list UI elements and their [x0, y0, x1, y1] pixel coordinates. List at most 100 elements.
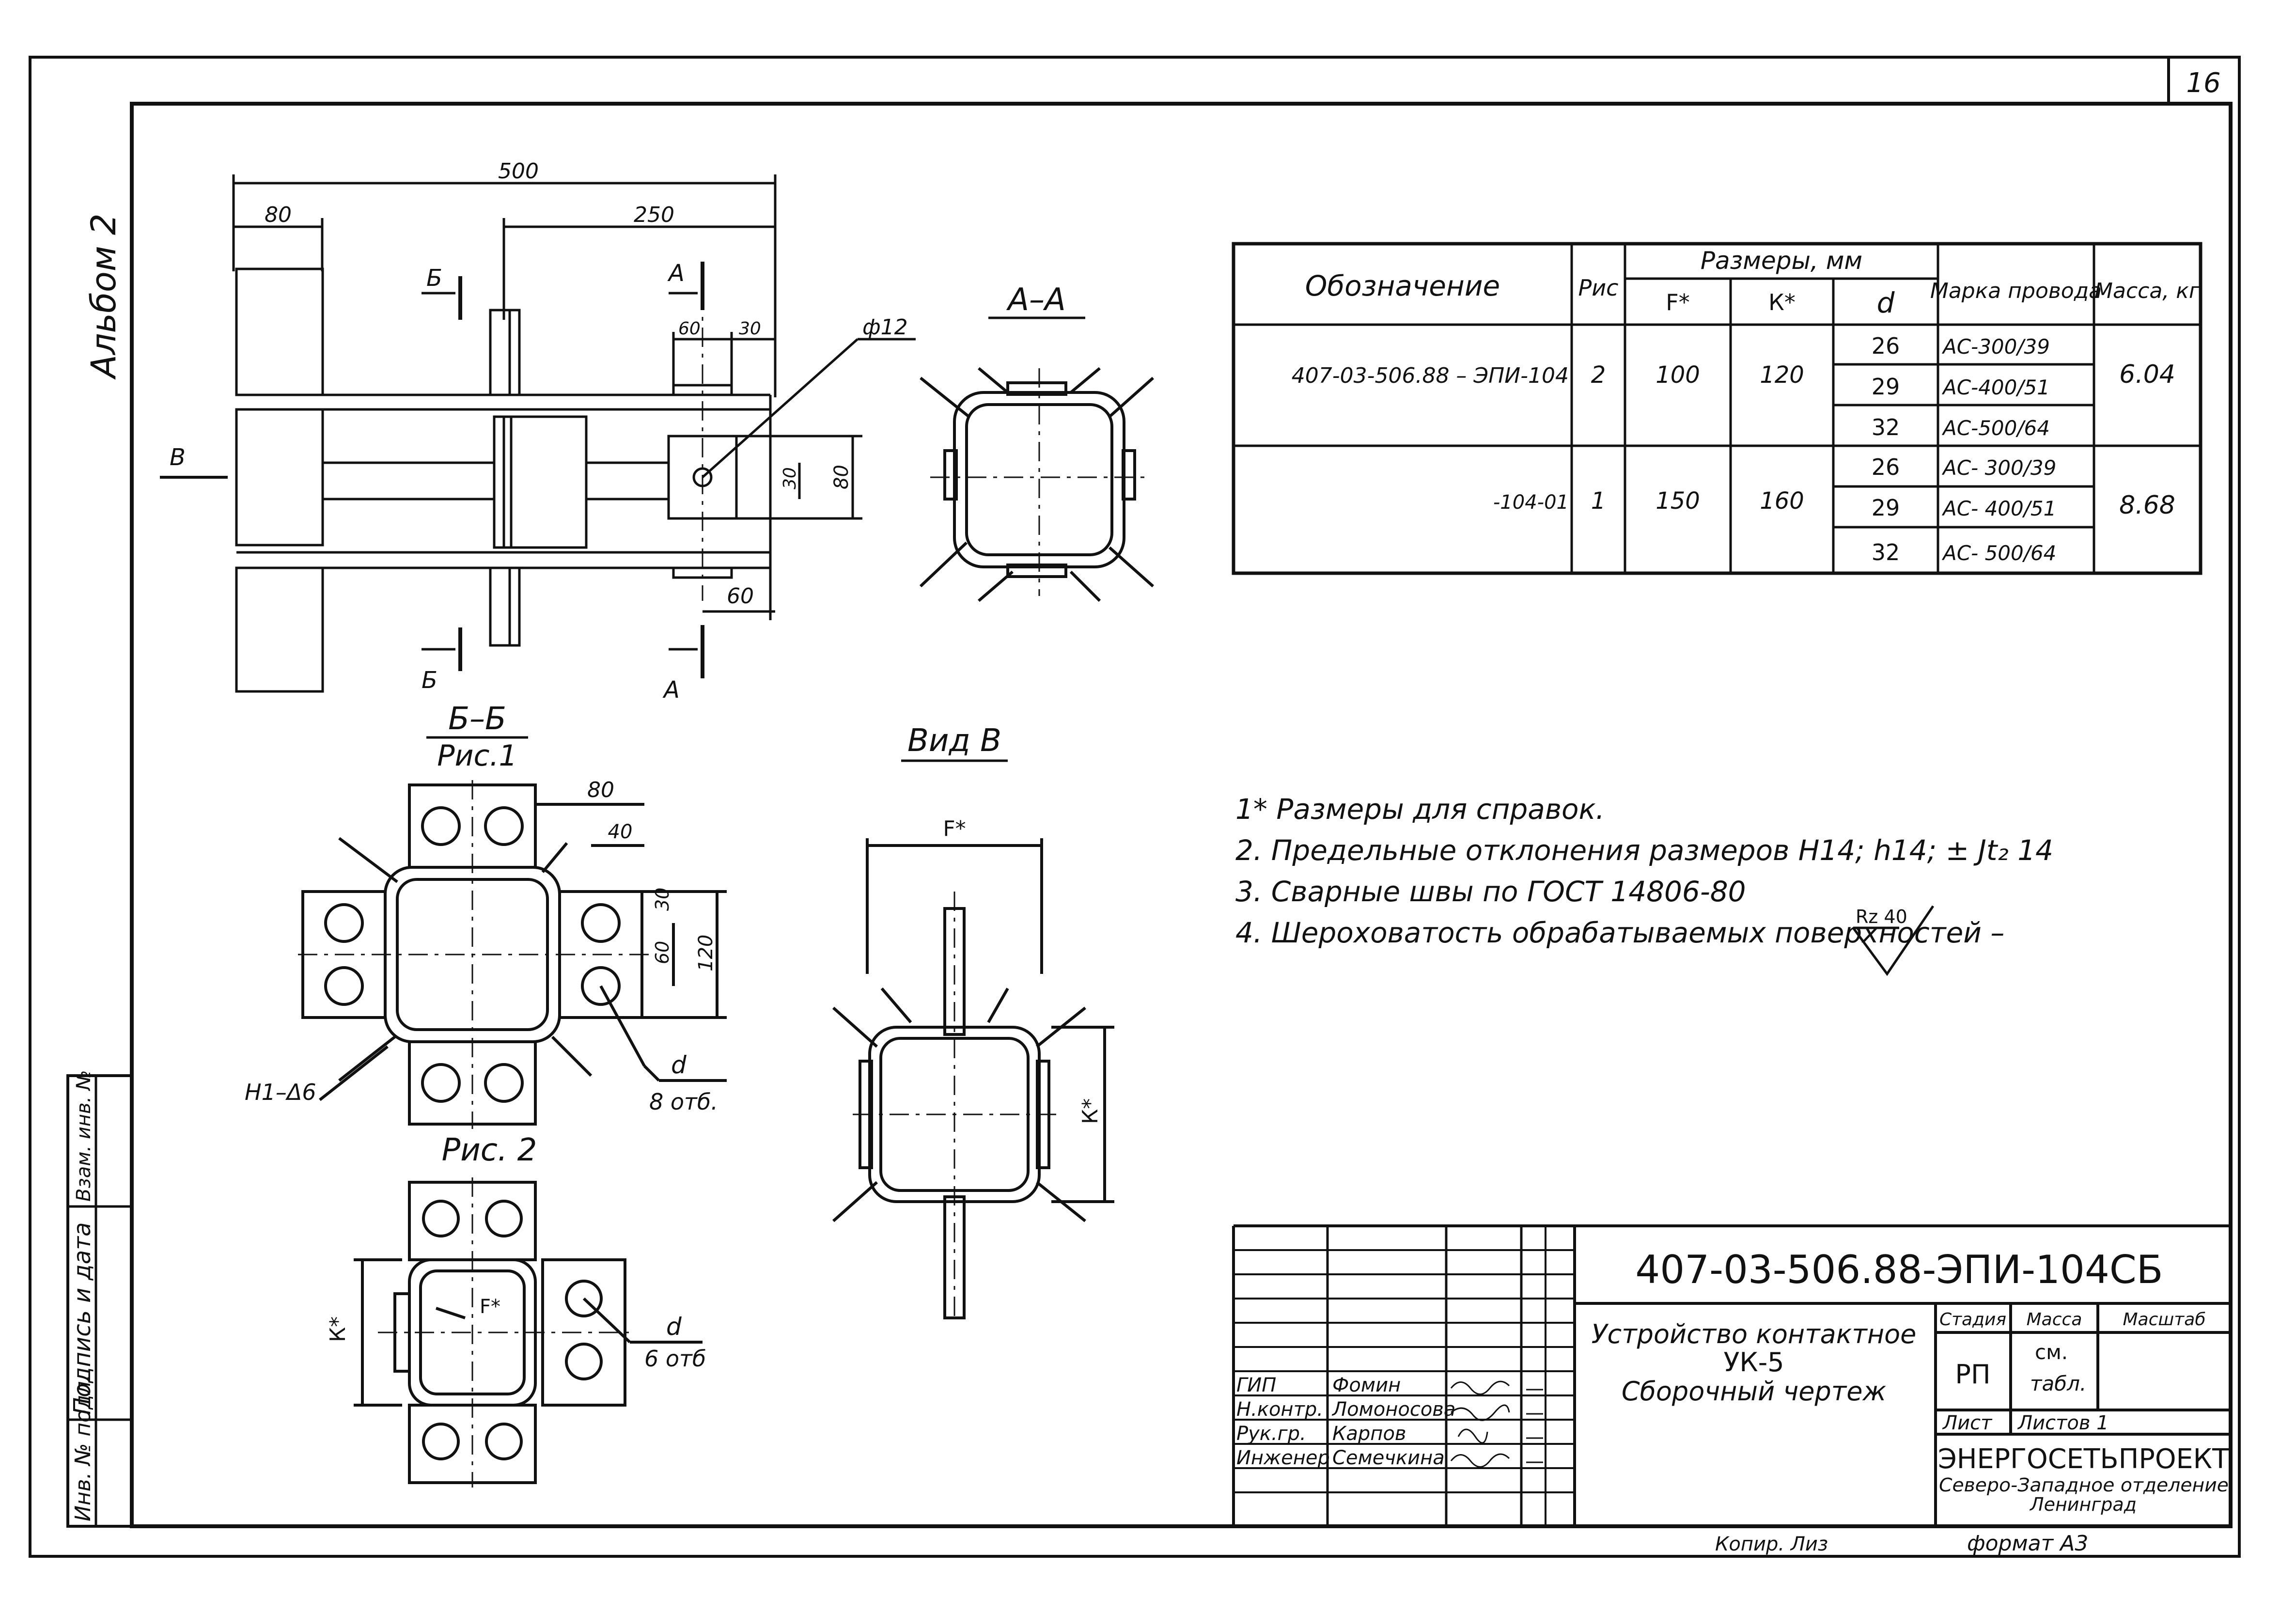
staff-name-2: Ломоносова: [1331, 1398, 1455, 1421]
mass-label: Масса: [2027, 1310, 2082, 1330]
note-3: 3. Сварные швы по ГОСТ 14806-80: [1235, 875, 1746, 908]
fig2-k: К*: [326, 1316, 350, 1342]
section-bb-subtitle: Рис.1: [437, 739, 517, 773]
g2-fig: 1: [1591, 487, 1606, 515]
view-v: Вид В F* К*: [832, 723, 1114, 1323]
sheets-label: Листов 1: [2017, 1412, 2109, 1434]
view-v-k: К*: [1078, 1098, 1103, 1124]
g1-r2-d: 29: [1872, 374, 1900, 400]
th-sizes: Размеры, мм: [1701, 247, 1862, 275]
staff-role-1: ГИП: [1236, 1374, 1276, 1396]
th-wire: Марка провода: [1930, 279, 2102, 303]
staff-name-4: Семечкина: [1332, 1447, 1445, 1469]
g2-r2-wire: АС- 400/51: [1941, 497, 2056, 520]
fig2-holes: 6 отб: [644, 1346, 706, 1372]
stamp-sign: Подпись и дата: [69, 1222, 96, 1415]
th-fig: Рис: [1578, 275, 1619, 301]
mass-value-2: табл.: [2030, 1372, 2086, 1395]
staff-role-3: Рук.гр.: [1236, 1423, 1306, 1445]
dim-30-side: 30: [780, 467, 800, 489]
g2-r2-d: 29: [1872, 495, 1900, 521]
org-city: Ленинград: [2029, 1494, 2137, 1515]
dim-250: 250: [634, 203, 674, 227]
hole-label: ф12: [862, 315, 908, 340]
arrow-v-label: В: [170, 444, 186, 471]
spec-table: [1232, 242, 2202, 575]
dim-60-top: 60: [678, 319, 701, 339]
g2-designation: -104-01: [1493, 491, 1569, 514]
cut-a-bottom: А: [662, 676, 680, 704]
drawing-name-1: Устройство контактное: [1592, 1319, 1917, 1349]
g2-f: 150: [1656, 487, 1700, 515]
g1-r1-d: 26: [1872, 333, 1900, 359]
copied-label: Копир. Лиз: [1715, 1533, 1828, 1555]
g2-k: 160: [1760, 487, 1804, 515]
g2-r1-wire: АС- 300/39: [1941, 456, 2056, 480]
note-2: 2. Предельные отклонения размеров H14; h…: [1235, 834, 2053, 867]
th-k: К*: [1768, 289, 1796, 315]
title-block-text: 407-03-506.88-ЭПИ-104СБ Устройство конта…: [1236, 1247, 2229, 1515]
stage-label: Стадия: [1939, 1310, 2006, 1330]
note-4: 4. Шероховатость обрабатываемых поверхно…: [1235, 916, 2004, 949]
staff-role-2: Н.контр.: [1236, 1398, 1323, 1421]
g1-f: 100: [1656, 361, 1700, 389]
g1-mass: 6.04: [2119, 360, 2175, 389]
view-v-title: Вид В: [907, 723, 1001, 759]
mass-value-1: см.: [2035, 1340, 2068, 1364]
bb-dim-120: 120: [695, 935, 717, 971]
dim-80-side: 80: [830, 465, 853, 489]
outer-border: [29, 56, 2241, 1558]
staff-name-1: Фомин: [1332, 1374, 1401, 1396]
stage-value: РП: [1955, 1359, 1990, 1390]
sheet-label: Лист: [1942, 1412, 1993, 1434]
section-bb-title: Б–Б: [448, 701, 506, 737]
fig2-f: F*: [480, 1296, 500, 1318]
dim-60-bottom: 60: [727, 584, 754, 609]
g1-k: 120: [1760, 361, 1804, 389]
signatures: [1450, 1380, 1543, 1468]
org-name: ЭНЕРГОСЕТЬПРОЕКТ: [1938, 1443, 2229, 1475]
title-block: [1232, 1224, 2231, 1526]
bb-weld: Н1–Δ6: [245, 1079, 316, 1105]
notes: 1* Размеры для справок. 2. Предельные от…: [1235, 793, 2053, 976]
sheet-number: 16: [2186, 67, 2220, 99]
cut-a-top: А: [667, 260, 685, 287]
bb-d: d: [671, 1051, 687, 1079]
th-d: d: [1877, 286, 1895, 319]
album-label: Альбом 2: [84, 214, 124, 380]
drawing-name-2: УК-5: [1723, 1347, 1784, 1378]
bb-dim-60: 60: [652, 941, 673, 964]
section-aa-title: А–А: [1006, 282, 1066, 318]
roughness-mark: [1852, 905, 1935, 976]
note-1: 1* Размеры для справок.: [1235, 793, 1605, 826]
g1-fig: 2: [1591, 361, 1606, 389]
scale-label: Масштаб: [2123, 1310, 2205, 1330]
plan-view: [160, 174, 916, 693]
section-aa: А–А: [919, 282, 1154, 602]
staff-role-4: Инженер: [1236, 1447, 1330, 1469]
format-label: формат А3: [1967, 1531, 2088, 1556]
g1-r1-wire: АС-300/39: [1941, 335, 2050, 359]
g1-r2-wire: АС-400/51: [1941, 376, 2050, 399]
th-mass: Масса, кг: [2094, 279, 2201, 303]
side-stamp: Инв. № подл. Подпись и дата Взам. инв. №: [66, 1070, 133, 1528]
g2-mass: 8.68: [2119, 491, 2175, 520]
org-branch: Северо-Западное отделение: [1939, 1474, 2229, 1496]
g2-r3-wire: АС- 500/64: [1941, 541, 2056, 565]
plan-view-labels: 500 80 250 60 30 30 80 60 ф12 В Б А Б А: [170, 159, 908, 704]
dim-30-top: 30: [739, 319, 761, 339]
cut-b-bottom: Б: [422, 667, 437, 694]
fig2-d: d: [666, 1313, 682, 1341]
fig2-title: Рис. 2: [442, 1132, 537, 1168]
dim-500: 500: [498, 159, 539, 184]
bb-dim-40: 40: [608, 821, 633, 843]
spec-table-text: Обозначение Рис Размеры, мм F* К* d Марк…: [1292, 247, 2201, 565]
th-designation: Обозначение: [1305, 269, 1500, 302]
g2-r1-d: 26: [1872, 454, 1900, 480]
inner-frame: [130, 102, 2233, 1528]
g1-r3-d: 32: [1872, 414, 1900, 440]
g1-r3-wire: АС-500/64: [1941, 416, 2050, 440]
section-bb: Б–Б Рис.1: [245, 701, 727, 1129]
cut-b-top: Б: [426, 265, 442, 292]
